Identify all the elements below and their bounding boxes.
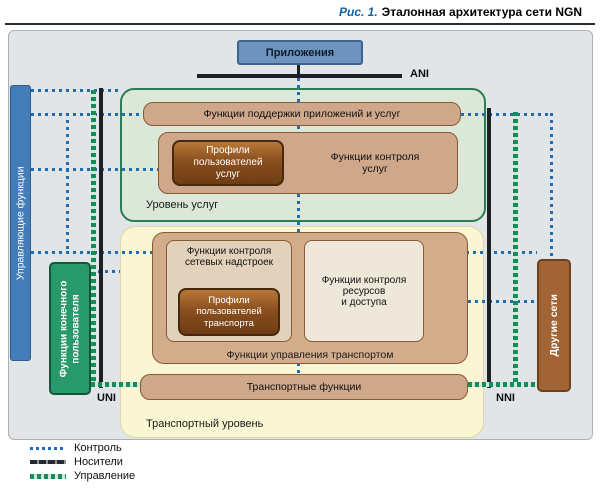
media-line-sample (30, 460, 66, 464)
figure-caption: Рис. 1.Эталонная архитектура сети NGN (339, 5, 582, 19)
service-control-label-wrap: Функции контроля услуг (300, 140, 450, 186)
management-line (91, 90, 96, 382)
service-support-label: Функции поддержки приложений и услуг (203, 108, 401, 120)
caption-number: Рис. 1. (338, 5, 378, 19)
legend-row-management: Управление (30, 469, 135, 483)
management-line (91, 382, 140, 387)
end-user-functions-label: Функции конечного пользователя (58, 280, 82, 377)
management-functions-bar: Управляющие функции (10, 85, 31, 361)
media-line (487, 108, 491, 388)
control-line (91, 270, 120, 273)
control-line (468, 300, 537, 303)
other-networks-bar: Другие сети (537, 259, 571, 392)
legend-row-media: Носители (30, 455, 123, 469)
control-line (66, 113, 69, 253)
caption-title: Эталонная архитектура сети NGN (381, 5, 582, 19)
applications-label: Приложения (265, 46, 335, 59)
control-line-sample (30, 446, 66, 450)
control-line (297, 194, 300, 240)
management-line (513, 112, 518, 382)
media-line (99, 88, 103, 388)
transport-layer-label: Транспортный уровень (146, 418, 264, 430)
other-networks-label: Другие сети (547, 294, 560, 357)
transport-user-profiles-box: Профили пользователей транспорта (178, 288, 280, 336)
control-line (550, 113, 553, 259)
legend-control-label: Контроль (74, 442, 122, 454)
nni-label: NNI (496, 392, 515, 404)
end-user-functions-bar: Функции конечного пользователя (49, 262, 91, 395)
control-line (424, 251, 537, 254)
network-attachment-label: Функции контроля сетевых надстроек (184, 246, 274, 268)
resource-control-box: Функции контроля ресурсов и доступа (304, 240, 424, 342)
management-functions-label: Управляющие функции (14, 166, 27, 280)
control-line (31, 251, 166, 254)
management-line-sample (30, 473, 66, 479)
media-line-ani (197, 74, 402, 78)
service-support-box: Функции поддержки приложений и услуг (143, 102, 461, 126)
control-line (461, 113, 553, 116)
service-user-profiles-box: Профили пользователей услуг (172, 140, 284, 186)
resource-control-label: Функции контроля ресурсов и доступа (321, 274, 407, 308)
ani-label: ANI (410, 68, 429, 80)
legend-management-label: Управление (74, 470, 136, 482)
caption-divider (5, 23, 595, 25)
transport-functions-box: Транспортные функции (140, 374, 468, 400)
transport-functions-label: Транспортные функции (246, 381, 362, 393)
control-line (297, 126, 300, 132)
media-line (297, 64, 300, 74)
applications-box: Приложения (237, 40, 363, 65)
control-line (31, 89, 120, 92)
management-line (468, 382, 538, 387)
legend-media-label: Носители (74, 456, 123, 468)
control-line (297, 78, 300, 102)
control-line (31, 113, 143, 116)
service-control-label: Функции контроля услуг (330, 151, 420, 175)
uni-label: UNI (97, 392, 116, 404)
service-layer-label: Уровень услуг (146, 199, 219, 211)
legend-row-control: Контроль (30, 441, 122, 455)
transport-management-label: Функции управления транспортом (226, 349, 394, 361)
transport-user-profiles-label: Профили пользователей транспорта (196, 294, 262, 329)
service-user-profiles-label: Профили пользователей услуг (193, 145, 263, 180)
